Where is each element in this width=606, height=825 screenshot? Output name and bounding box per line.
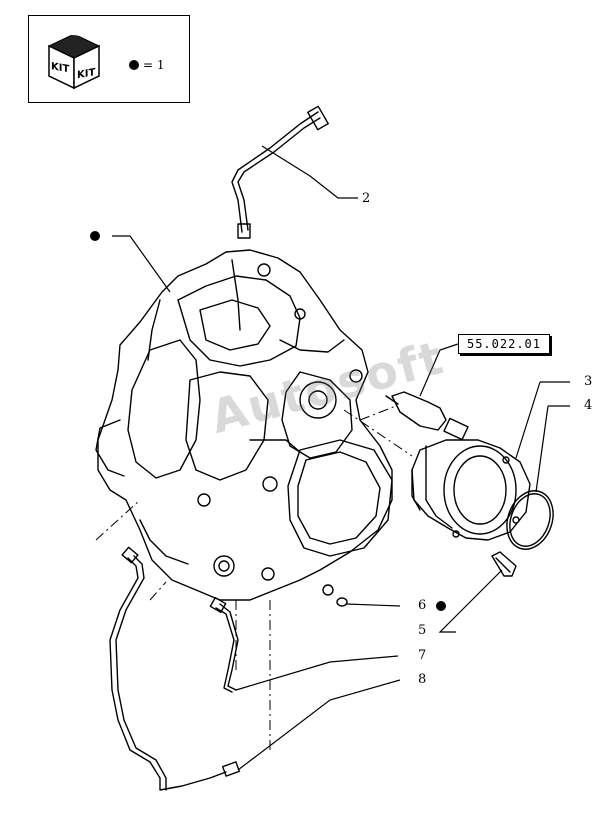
kit-box-icon: KIT KIT xyxy=(47,33,101,90)
leader-dot-housing xyxy=(112,235,171,293)
callout-4: 4 xyxy=(584,398,593,413)
kit-equals-text: = 1 xyxy=(143,58,165,72)
callout-2: 2 xyxy=(362,191,371,206)
kit-dot-icon xyxy=(129,60,139,70)
pipe-8 xyxy=(109,546,240,791)
axis-pipe8 xyxy=(95,499,141,541)
leader-4 xyxy=(535,405,570,493)
leader-2 xyxy=(261,145,358,199)
kit-legend: = 1 xyxy=(129,58,165,72)
callout-6: 6 xyxy=(418,598,427,613)
o-ring-4 xyxy=(506,490,554,550)
callout-5: 5 xyxy=(418,623,427,638)
leader-7 xyxy=(235,655,399,691)
pipe-7 xyxy=(209,596,239,693)
kit-label-left: KIT xyxy=(51,61,69,75)
axis-cover xyxy=(343,409,413,457)
leader-8 xyxy=(237,679,401,771)
bolt-5 xyxy=(491,551,517,577)
kit-legend-box: KIT KIT = 1 xyxy=(28,15,190,103)
axis-sensor xyxy=(359,405,397,421)
callout-7: 7 xyxy=(418,648,427,663)
callout-3: 3 xyxy=(584,374,593,389)
kit-label-right: KIT xyxy=(77,67,95,81)
reference-code-box[interactable]: 55.022.01 xyxy=(458,334,550,354)
housing xyxy=(95,249,393,601)
leader-ref xyxy=(419,343,459,397)
leader-6 xyxy=(345,603,401,607)
plug-6 xyxy=(336,597,348,607)
leader-5 xyxy=(438,569,503,633)
pipe-2 xyxy=(231,105,329,239)
kit-dot-plug-icon xyxy=(436,601,446,611)
sensor xyxy=(385,391,469,441)
leader-3 xyxy=(515,381,570,459)
kit-dot-housing-icon xyxy=(90,231,100,241)
callout-8: 8 xyxy=(418,672,427,687)
axis-left xyxy=(149,581,167,601)
cover-3 xyxy=(411,439,531,541)
